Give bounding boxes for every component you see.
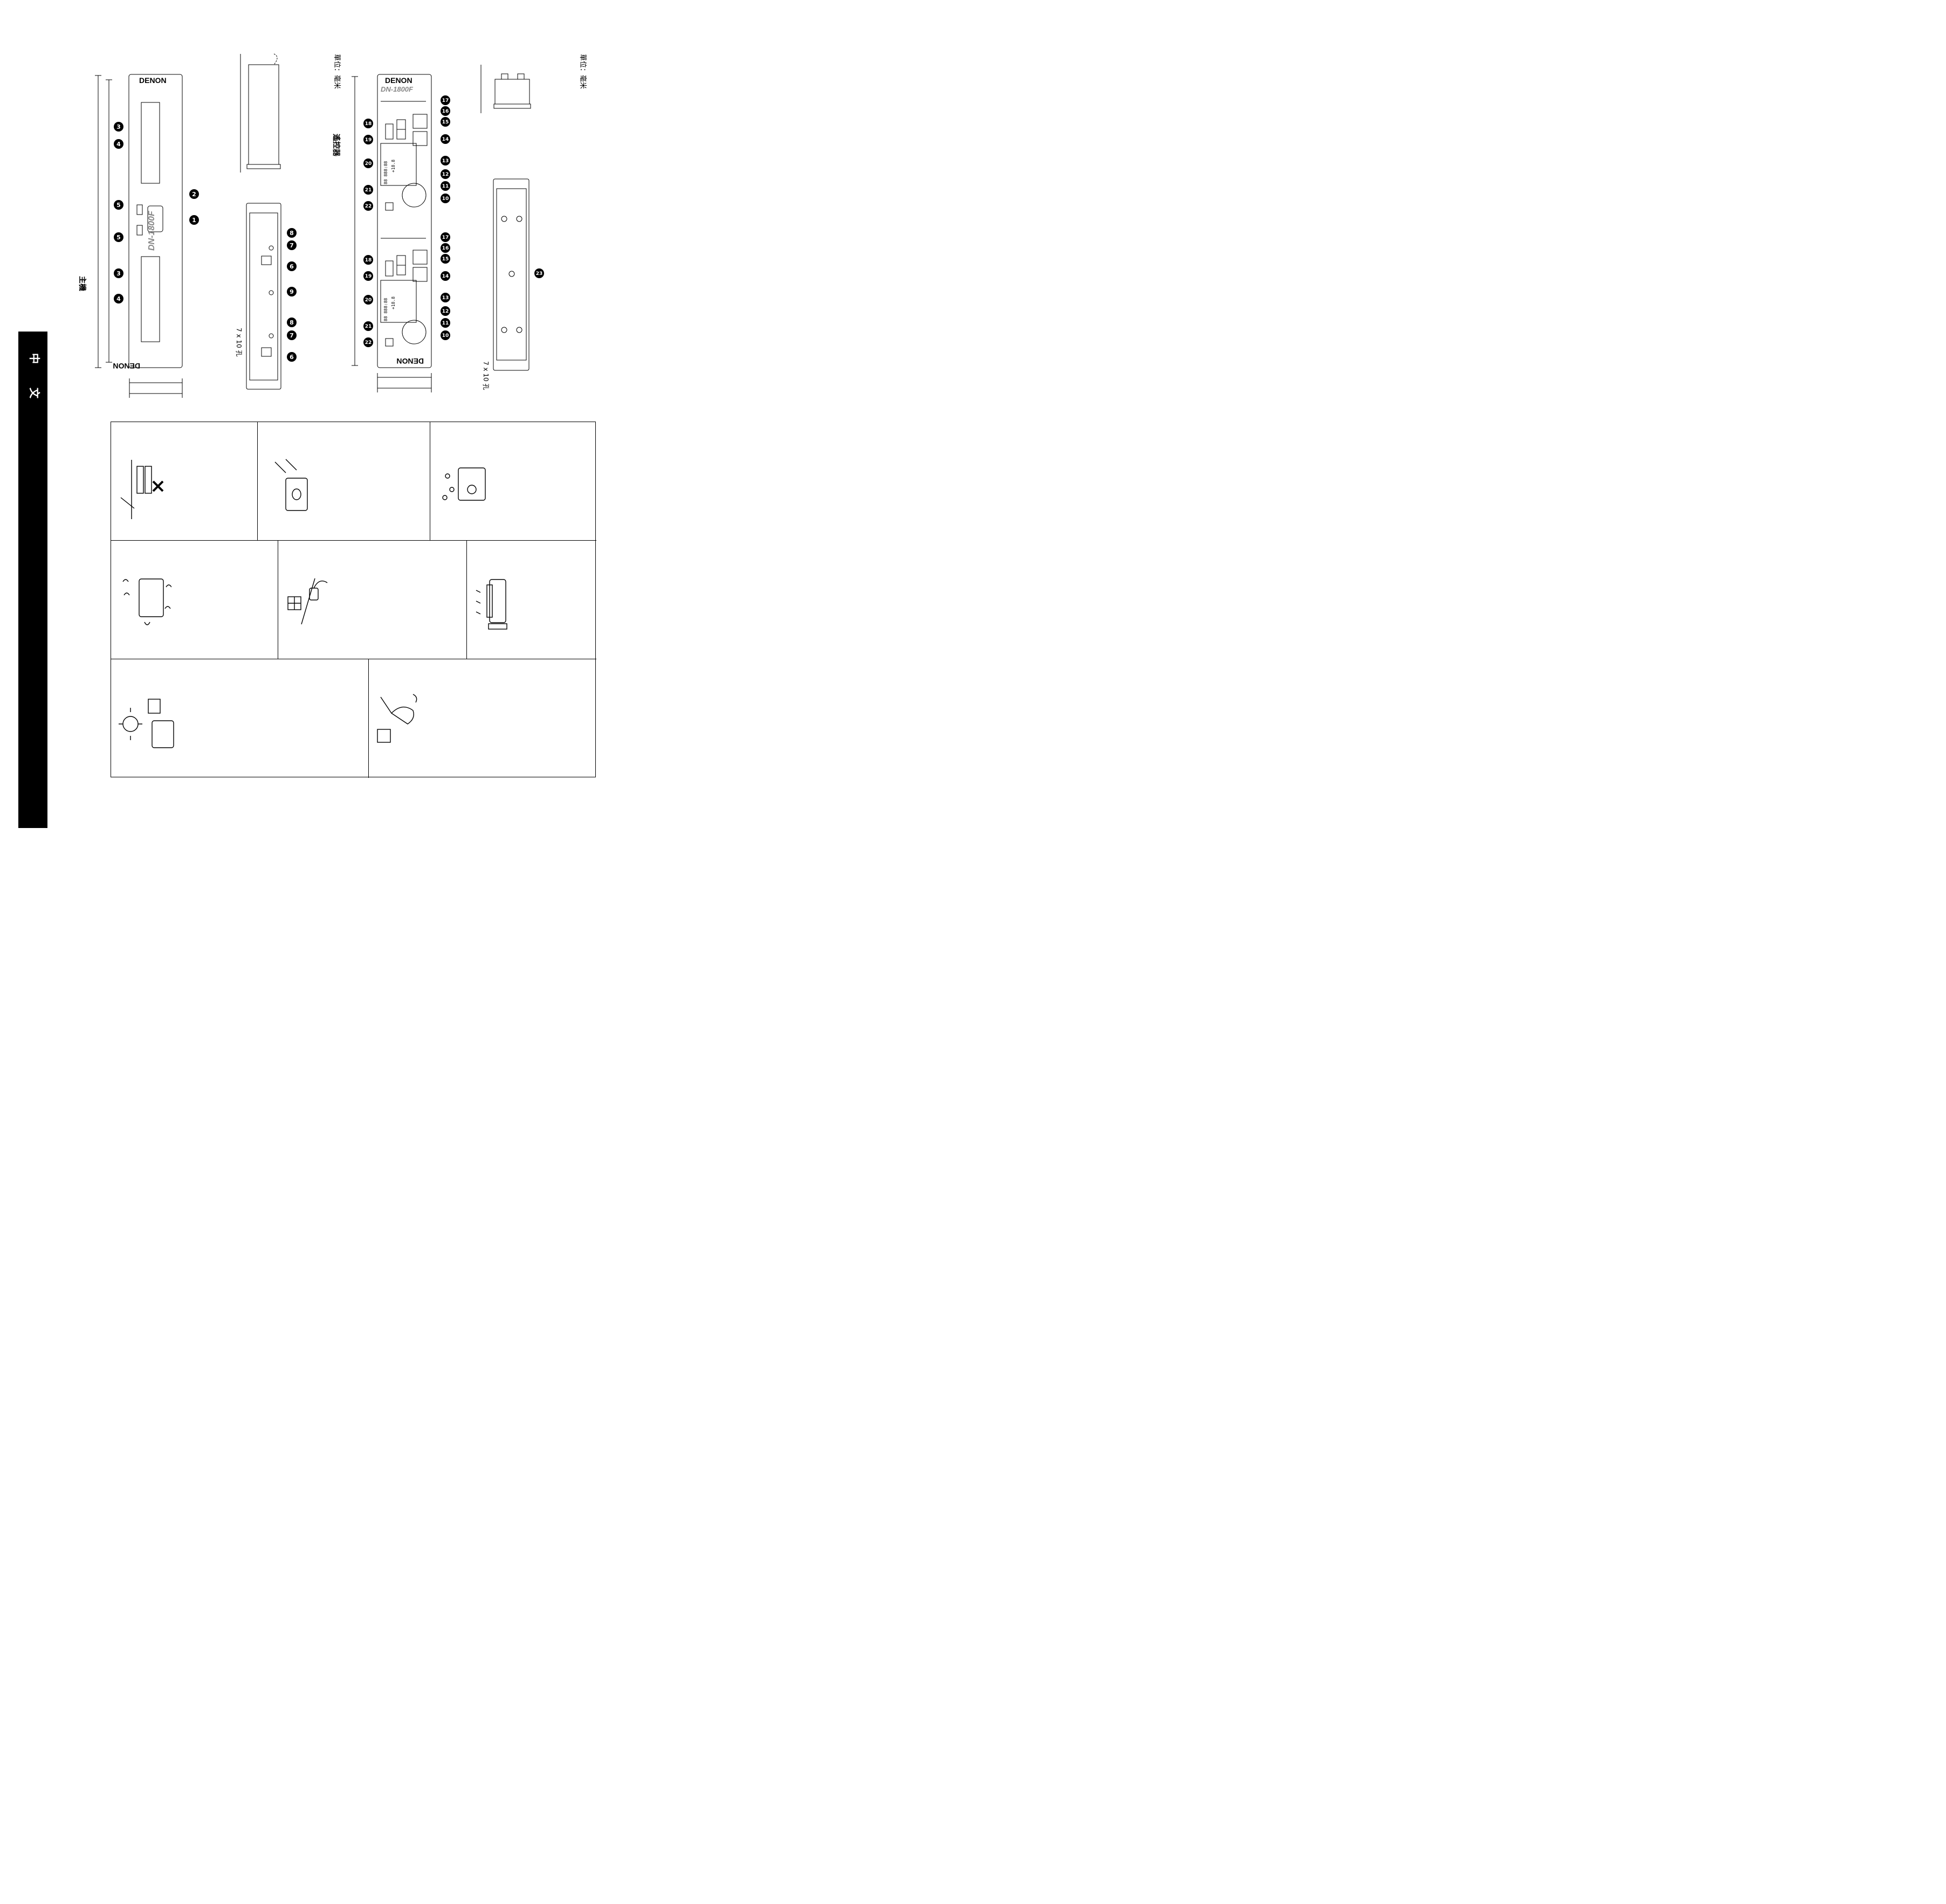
- pictogram-cell-1: [111, 422, 258, 541]
- pictogram-cell-2: [258, 422, 430, 541]
- sun-icon: [119, 699, 174, 748]
- remote-display-4: +18.8: [391, 296, 396, 309]
- callout-11a: 11: [442, 184, 449, 189]
- callout-7a: 7: [290, 242, 294, 249]
- remote-title: 遙控器: [332, 134, 340, 156]
- callout-9: 9: [290, 288, 294, 295]
- remote-callouts-left: 18 19 20 21 22 18 19 20 21 22: [363, 119, 373, 347]
- callout-20b: 20: [365, 298, 372, 303]
- callout-15a: 15: [442, 120, 449, 125]
- callout-16b: 16: [442, 246, 449, 251]
- language-sidebar: 中 文: [18, 332, 47, 828]
- remote-callout-23: 23: [534, 268, 544, 278]
- remote-rear-panel: [493, 178, 530, 371]
- callout-19a: 19: [365, 137, 372, 143]
- main-unit-diagram: DENON DENON DN-1800F: [95, 74, 183, 398]
- main-brand-top: DENON: [139, 76, 167, 85]
- callout-5b: 5: [116, 234, 121, 241]
- remote-side-view: [480, 65, 531, 113]
- side-view-unit-note: 單位：毫米: [579, 54, 587, 89]
- pictogram-cell-3: [430, 422, 596, 541]
- callout-12a: 12: [442, 172, 449, 177]
- callout-2: 2: [192, 191, 196, 198]
- heater-icon: [476, 579, 507, 630]
- callout-4a: 4: [116, 141, 121, 148]
- remote-brand-bottom: DENON: [396, 357, 424, 365]
- remote-display-3: 88 888:88: [383, 298, 388, 321]
- callout-17b: 17: [442, 235, 449, 240]
- callout-22a: 22: [365, 204, 372, 209]
- callout-13a: 13: [442, 158, 449, 164]
- rear-callouts: 8 7 6 9 8 7 6: [287, 228, 297, 362]
- callout-14a: 14: [442, 137, 449, 142]
- remote-model-top: DN-1800F: [381, 85, 414, 93]
- callout-16a: 16: [442, 109, 449, 114]
- pictogram-cell-6: [467, 541, 596, 659]
- callout-18a: 18: [365, 121, 372, 127]
- main-rear-panel: [246, 203, 281, 390]
- callout-17a: 17: [442, 98, 449, 104]
- callout-18b: 18: [365, 258, 372, 263]
- callout-10a: 10: [442, 196, 449, 202]
- main-side-view: [240, 53, 281, 173]
- callout-20a: 20: [365, 161, 372, 167]
- remote-brand-top: DENON: [385, 76, 412, 85]
- remote-display-1: 88 888:88: [383, 161, 388, 184]
- callout-22b: 22: [365, 340, 372, 346]
- pictogram-cell-7: [111, 659, 369, 778]
- pictogram-cell-8: [369, 659, 596, 778]
- remote-diagram: DENON DN-1800F 88 888:88 +18.8 88 888:88…: [352, 74, 432, 392]
- plug-icon: [287, 578, 328, 625]
- main-brand-bottom: DENON: [113, 362, 140, 370]
- callout-6a: 6: [290, 263, 294, 270]
- callout-19b: 19: [365, 274, 372, 279]
- main-hole-note: 7 x 10 孔: [235, 328, 243, 357]
- callout-1: 1: [192, 217, 196, 224]
- callout-8a: 8: [290, 230, 294, 237]
- callout-5a: 5: [116, 202, 121, 209]
- callout-4b: 4: [116, 295, 121, 302]
- manual-page: 中 文 主機 遙控器 單位：毫米 單位：毫米 7 x 10 孔 7 x 10 孔…: [0, 0, 833, 828]
- callout-8b: 8: [290, 319, 294, 326]
- callout-11b: 11: [442, 321, 449, 326]
- sidebar-label-2: 文: [28, 388, 41, 398]
- callout-13b: 13: [442, 295, 449, 301]
- callout-23: 23: [536, 271, 543, 277]
- remote-unit-note: 單位：毫米: [333, 54, 341, 89]
- callout-6b: 6: [290, 354, 294, 361]
- safety-pictograms: [111, 422, 596, 778]
- callout-15b: 15: [442, 257, 449, 262]
- remote-display-2: +18.8: [391, 160, 396, 173]
- callout-14b: 14: [442, 274, 449, 279]
- callout-7b: 7: [290, 332, 294, 339]
- pictogram-cell-5: [278, 541, 467, 659]
- callout-10b: 10: [442, 333, 449, 339]
- liquid-spill-icon: [274, 459, 308, 511]
- nails-slot-icon: [120, 460, 164, 519]
- remote-callouts-right: 17 16 15 14 13 12 11 10 17 16 15 14 13 1…: [441, 95, 450, 340]
- screws-icon: [442, 467, 486, 501]
- hand-plug-icon: [377, 694, 417, 743]
- main-model: DN-1800F: [147, 210, 156, 251]
- pictogram-cell-4: [111, 541, 278, 659]
- humidity-icon: [122, 578, 171, 625]
- callout-21b: 21: [365, 324, 372, 329]
- callout-21a: 21: [365, 188, 372, 193]
- main-unit-title: 主機: [78, 276, 86, 291]
- callout-3a: 3: [116, 123, 121, 130]
- remote-hole-note: 7 x 10 孔: [482, 361, 490, 390]
- callout-12b: 12: [442, 309, 449, 314]
- sidebar-label-1: 中: [28, 353, 41, 364]
- callout-3b: 3: [116, 270, 121, 277]
